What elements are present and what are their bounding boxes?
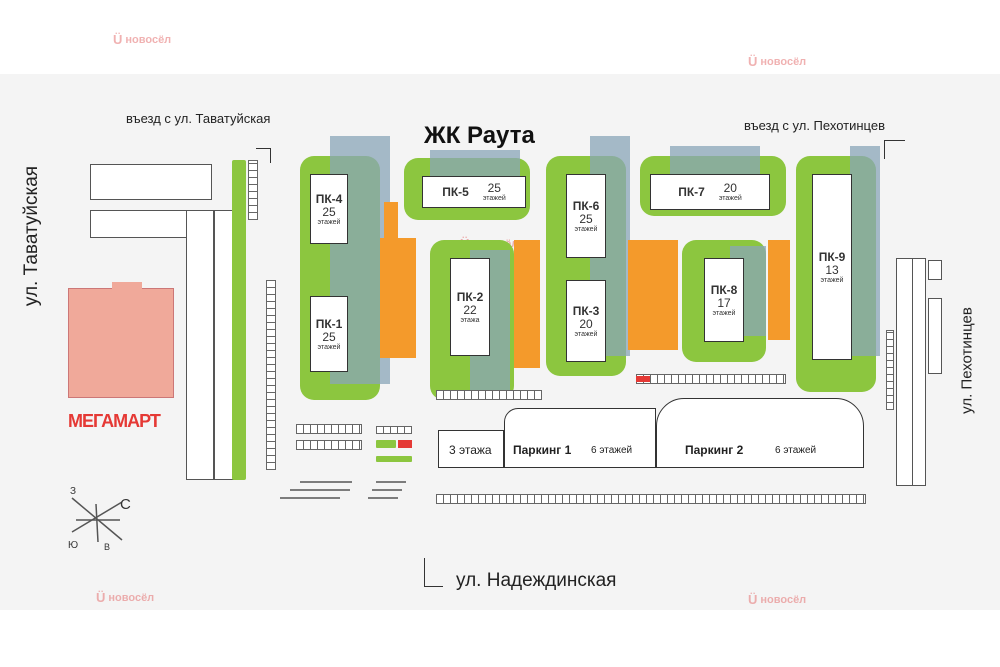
complex-title: ЖК Раута bbox=[424, 122, 535, 149]
parking-slots bbox=[436, 494, 866, 504]
road-ramps bbox=[280, 481, 406, 499]
green-strip bbox=[376, 440, 396, 448]
building-name: ПК-5 bbox=[442, 185, 469, 199]
parking-2: Паркинг 2 6 этажей bbox=[656, 398, 864, 468]
side-building bbox=[912, 258, 926, 486]
building-name: ПК-6 bbox=[572, 198, 600, 213]
building-name: ПК-8 bbox=[710, 282, 738, 297]
entry-left-arrow bbox=[256, 148, 271, 163]
parking-small: 3 этажа bbox=[438, 430, 504, 468]
building-name: ПК-3 bbox=[572, 303, 600, 318]
building-pk3: ПК-3 20 этажей bbox=[566, 280, 606, 362]
building-pk2: ПК-2 22 этажа bbox=[450, 258, 490, 356]
side-building bbox=[928, 298, 942, 374]
parking-slots bbox=[296, 440, 362, 450]
orange-zone bbox=[514, 240, 540, 368]
parking-slots bbox=[636, 374, 786, 384]
green-strip bbox=[376, 456, 412, 462]
parking-slots bbox=[376, 426, 412, 434]
parking-slots bbox=[886, 330, 894, 410]
entry-right-arrow bbox=[884, 140, 905, 159]
building-floors-label: этажей bbox=[317, 218, 341, 226]
orange-zone bbox=[380, 238, 416, 358]
building-floors-label: этажей bbox=[574, 330, 598, 338]
building-floors: 20 bbox=[579, 316, 593, 331]
store-name: МЕГАМАРТ bbox=[68, 411, 161, 431]
parking-slots bbox=[436, 390, 542, 400]
building-floors-label: этажа bbox=[460, 316, 480, 324]
building-pk1: ПК-1 25 этажей bbox=[310, 296, 348, 372]
building-floors-label: этажей bbox=[574, 225, 598, 233]
parking-1-floors: 6 этажей bbox=[591, 445, 633, 456]
parking-slots bbox=[296, 424, 362, 434]
building-floors-label: этажей bbox=[712, 309, 736, 317]
red-marker bbox=[398, 440, 412, 448]
building-floors: 25 bbox=[579, 211, 593, 226]
building-floors: 20 bbox=[723, 180, 737, 195]
building-name: ПК-1 bbox=[315, 316, 343, 331]
building-shadow bbox=[850, 146, 880, 356]
building-floors: 22 bbox=[463, 302, 477, 317]
building-floors-label: этажей bbox=[718, 194, 742, 202]
parking-1-name: Паркинг 1 bbox=[513, 443, 572, 457]
street-right-label: ул. Пехотинцев bbox=[958, 307, 976, 414]
building-floors-label: этажей bbox=[820, 276, 844, 284]
street-left-label: ул. Таватуйская bbox=[21, 165, 42, 307]
parking-slots bbox=[266, 280, 276, 470]
side-building bbox=[90, 164, 212, 200]
street-bottom-label: ул. Надеждинская bbox=[456, 570, 617, 591]
compass-east: В bbox=[104, 542, 111, 552]
side-building bbox=[186, 210, 214, 480]
building-floors-label: этажей bbox=[482, 194, 506, 202]
building-name: ПК-9 bbox=[818, 249, 846, 264]
orange-zone bbox=[768, 240, 790, 340]
building-pk4: ПК-4 25 этажей bbox=[310, 174, 348, 244]
parking-1: Паркинг 1 6 этажей bbox=[504, 408, 656, 468]
store-building-annex bbox=[112, 282, 142, 292]
side-building bbox=[90, 210, 200, 238]
building-floors: 17 bbox=[717, 295, 731, 310]
building-floors: 13 bbox=[825, 262, 839, 277]
green-strip bbox=[232, 160, 246, 480]
street-bottom-arrow bbox=[424, 558, 443, 587]
parking-small-floors: 3 этажа bbox=[449, 443, 492, 457]
orange-zone bbox=[384, 202, 398, 238]
entry-right-label: въезд с ул. Пехотинцев bbox=[744, 118, 885, 133]
building-pk9: ПК-9 13 этажей bbox=[812, 174, 852, 360]
parking-2-name: Паркинг 2 bbox=[685, 443, 744, 457]
red-marker bbox=[636, 376, 650, 382]
parking-slots bbox=[248, 160, 258, 220]
building-floors: 25 bbox=[322, 204, 336, 219]
compass: С З Ю В bbox=[62, 484, 142, 554]
store-building bbox=[68, 288, 174, 398]
compass-north: С bbox=[120, 496, 131, 513]
building-name: ПК-2 bbox=[456, 289, 484, 304]
building-pk6: ПК-6 25 этажей bbox=[566, 174, 606, 258]
building-floors-label: этажей bbox=[317, 343, 341, 351]
building-name: ПК-4 bbox=[315, 191, 343, 206]
building-floors: 25 bbox=[487, 180, 501, 195]
orange-zone bbox=[628, 240, 678, 350]
parking-2-floors: 6 этажей bbox=[775, 445, 817, 456]
compass-west: З bbox=[70, 486, 77, 497]
building-pk8: ПК-8 17 этажей bbox=[704, 258, 744, 342]
entry-left-label: въезд с ул. Таватуйская bbox=[126, 111, 271, 126]
side-building bbox=[928, 260, 942, 280]
building-name: ПК-7 bbox=[678, 185, 705, 199]
building-floors: 25 bbox=[322, 329, 336, 344]
compass-south: Ю bbox=[68, 540, 79, 551]
